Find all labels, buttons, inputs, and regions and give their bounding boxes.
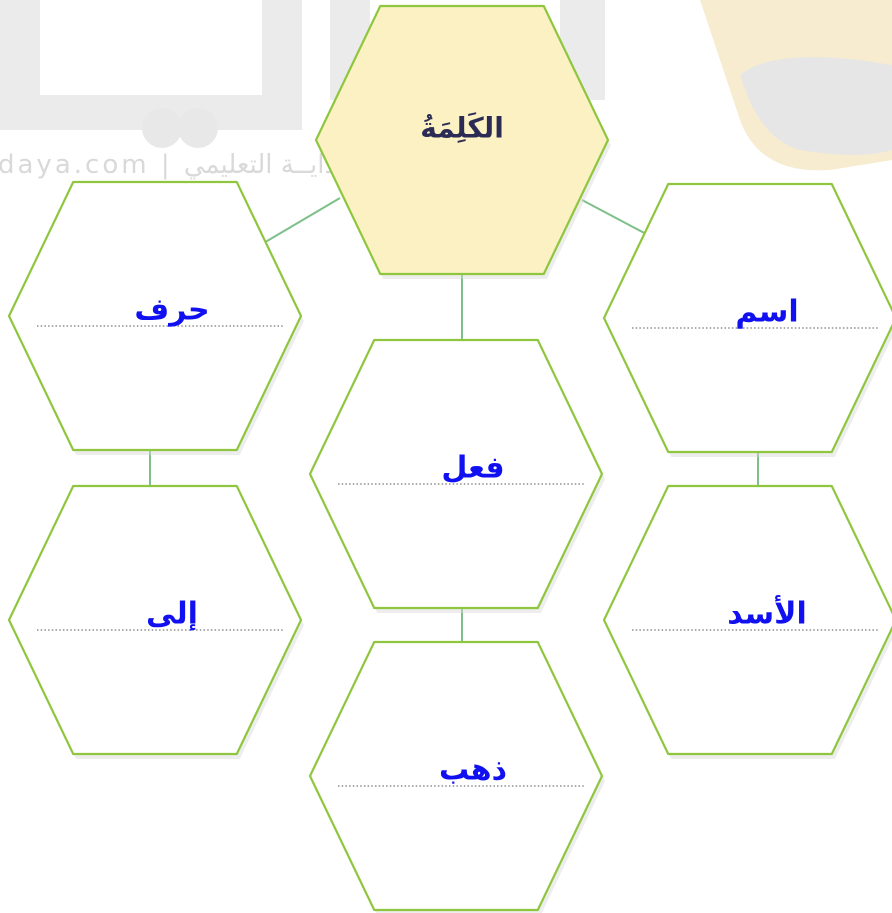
center-label: الكَلِمَةُ	[420, 111, 504, 145]
example-label-verb: ذهب	[439, 752, 507, 788]
example-hexagon-verb	[308, 640, 604, 912]
category-hexagon-verb	[308, 338, 604, 610]
watermark-logo-dot	[178, 108, 218, 148]
example-label-particle: إلى	[146, 596, 198, 632]
category-hexagon-particle	[7, 180, 303, 452]
watermark-logo-swoosh	[740, 57, 892, 156]
category-label-noun: اسم	[735, 294, 799, 330]
category-label-verb: فعل	[441, 450, 505, 486]
watermark-logo-dot	[142, 108, 182, 148]
connector-line	[261, 197, 341, 245]
example-label-noun: الأسد	[727, 596, 807, 632]
center-hexagon	[314, 4, 610, 276]
category-label-particle: حرف	[134, 292, 210, 328]
example-hexagon-noun	[602, 484, 892, 756]
watermark-logo-bar	[262, 0, 302, 130]
category-hexagon-noun	[602, 182, 892, 454]
example-hexagon-particle	[7, 484, 303, 756]
connector-line	[581, 199, 651, 237]
